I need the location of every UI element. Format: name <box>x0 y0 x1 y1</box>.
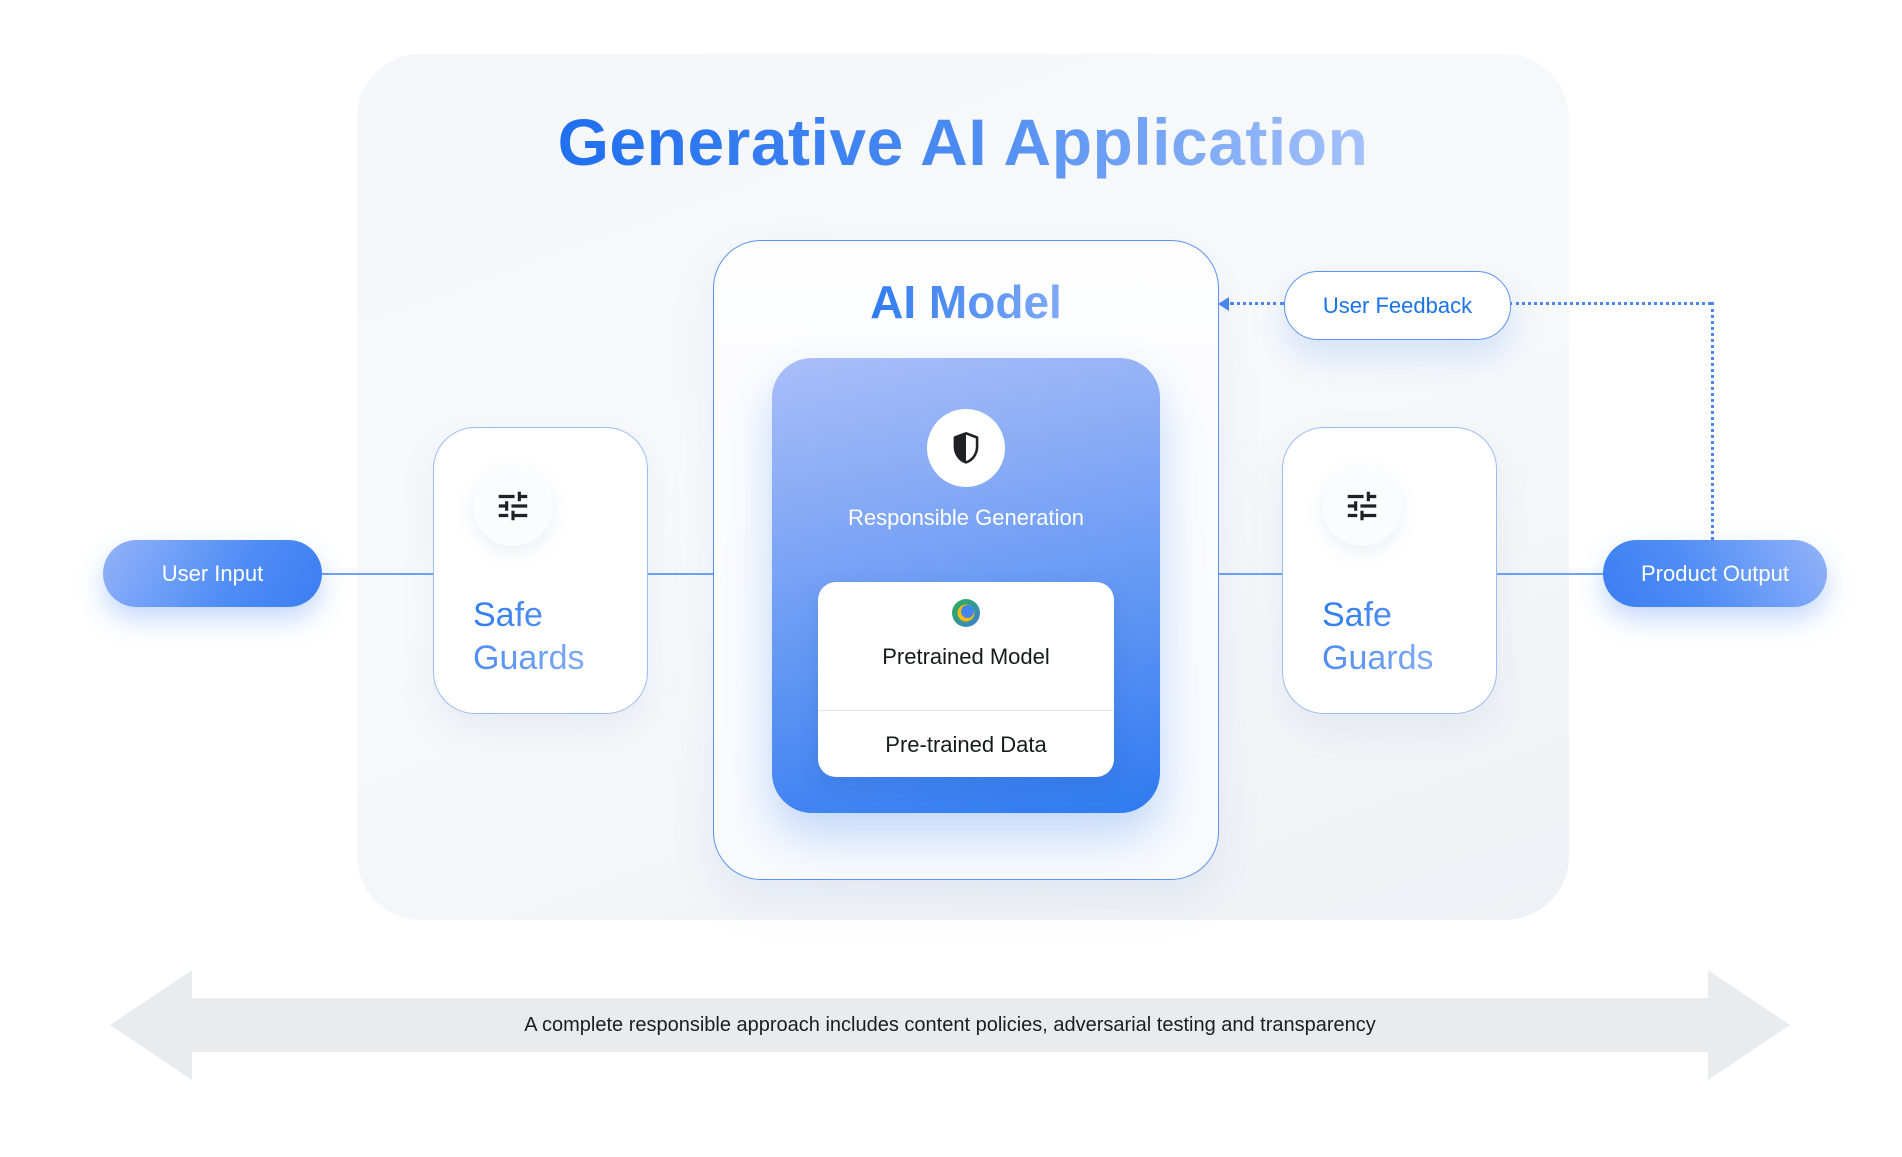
connector-safeguards-to-output <box>1495 573 1603 575</box>
connector-safeguards-to-model <box>646 573 713 575</box>
user-feedback-label: User Feedback <box>1322 292 1473 318</box>
safeguards-box-left: Safe Guards <box>433 427 648 714</box>
feedback-arrowhead <box>1218 297 1229 311</box>
divider <box>818 710 1114 711</box>
user-input-node: User Input <box>103 540 322 607</box>
user-feedback-node: User Feedback <box>1284 271 1511 340</box>
feedback-line-horizontal <box>1509 302 1711 305</box>
ai-model-title-text: AI Model <box>870 276 1062 328</box>
safeguards-label: Safe Guards <box>473 594 618 679</box>
ai-model-title: AI Model <box>714 275 1218 329</box>
product-output-node: Product Output <box>1603 540 1827 607</box>
safeguards-label-text: Safe Guards <box>1322 596 1434 677</box>
tune-icon <box>1347 491 1377 521</box>
feedback-line-vertical <box>1711 302 1714 540</box>
pretrained-model-card: Pretrained Model Pre-trained Data <box>818 582 1114 777</box>
responsible-generation-label: Responsible Generation <box>847 505 1085 530</box>
pretrained-model-label: Pretrained Model <box>882 644 1050 669</box>
pretrained-data-label: Pre-trained Data <box>885 732 1047 757</box>
page-title-text: Generative AI Application <box>557 105 1369 179</box>
safeguards-label-text: Safe Guards <box>473 596 585 677</box>
feedback-line-to-model <box>1230 302 1284 305</box>
bottom-banner-text: A complete responsible approach includes… <box>524 1013 1376 1036</box>
connector-input-to-safeguards <box>322 573 433 575</box>
tune-icon <box>498 491 528 521</box>
responsible-generation-card: Responsible Generation Pretrained Model … <box>772 358 1160 813</box>
shield-icon <box>953 432 979 464</box>
model-icon <box>952 599 980 627</box>
safeguards-label: Safe Guards <box>1322 594 1467 679</box>
product-output-label: Product Output <box>1641 560 1789 586</box>
page-title: Generative AI Application <box>357 104 1569 180</box>
connector-model-to-safeguards <box>1217 573 1282 575</box>
ai-model-box: AI Model Responsible Generation <box>713 240 1219 880</box>
user-input-label: User Input <box>161 560 264 586</box>
safeguards-box-right: Safe Guards <box>1282 427 1497 714</box>
tune-icon-circle <box>1322 466 1402 546</box>
shield-icon-circle <box>927 409 1005 487</box>
tune-icon-circle <box>473 466 553 546</box>
